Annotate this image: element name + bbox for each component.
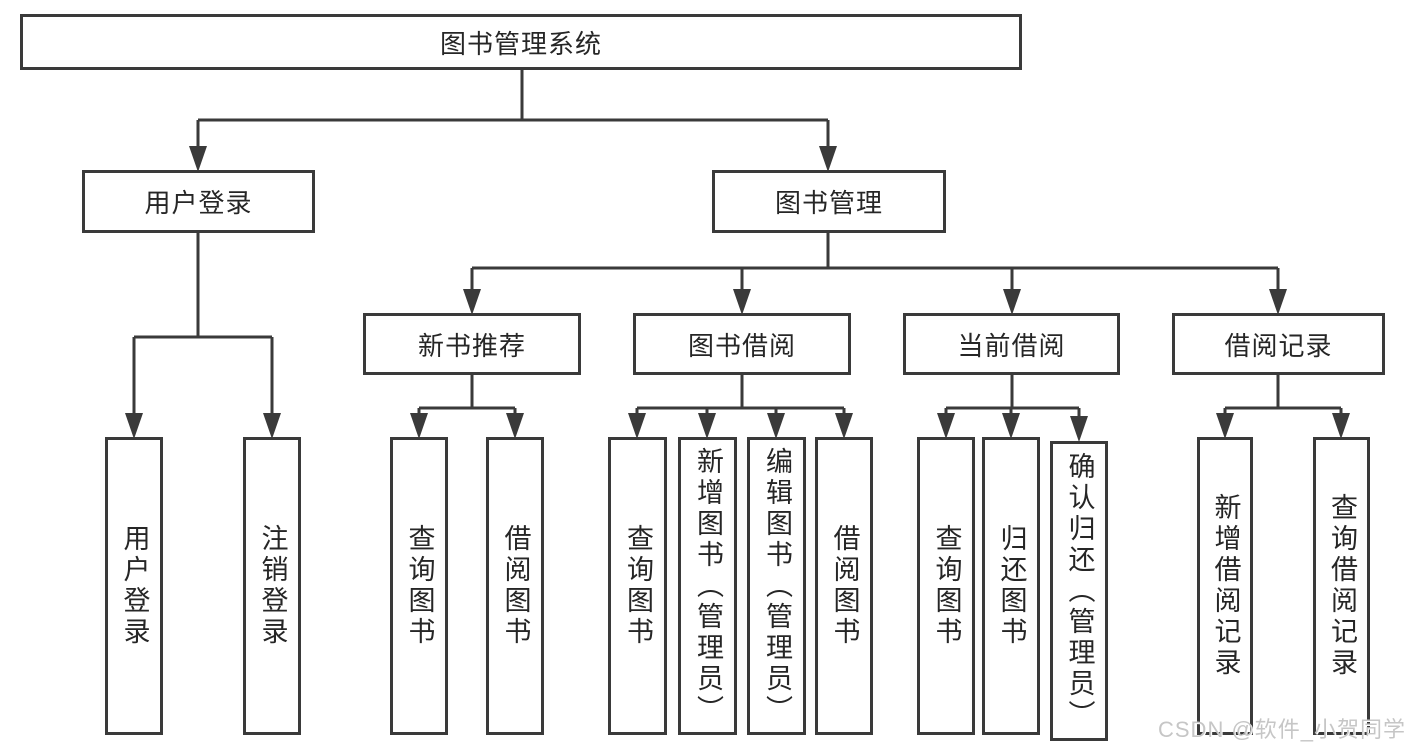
leaf-cb-query-books: 查询图书 — [917, 437, 975, 735]
leaf-br-query-record: 查询借阅记录 — [1313, 437, 1370, 735]
node-label: 用户登录 — [119, 524, 150, 648]
node-label: 当前借阅 — [957, 330, 1066, 361]
node-label: 查询图书 — [623, 524, 653, 648]
node-label: 新书推荐 — [417, 330, 526, 361]
node-label: 查询图书 — [931, 524, 962, 648]
node-label: 新增借阅记录 — [1210, 493, 1241, 679]
leaf-bb-query-books: 查询图书 — [608, 437, 667, 735]
node-label: 图书借阅 — [687, 330, 796, 361]
node-label: 图书管理系统 — [439, 28, 602, 59]
leaf-nbr-query-books: 查询图书 — [390, 437, 448, 735]
leaf-bb-edit-books: 编辑图书（管理员） — [747, 437, 806, 735]
node-book-management: 图书管理 — [712, 170, 946, 233]
node-label: 注销登录 — [257, 524, 288, 648]
node-label: 归还图书 — [996, 524, 1027, 648]
node-book-borrowing: 图书借阅 — [633, 313, 851, 375]
node-label: 借阅图书 — [500, 524, 531, 648]
leaf-nbr-borrow-books: 借阅图书 — [486, 437, 544, 735]
node-user-login: 用户登录 — [82, 170, 315, 233]
node-label: 查询图书 — [404, 524, 435, 648]
node-new-book-recommend: 新书推荐 — [363, 313, 581, 375]
leaf-cb-confirm-return: 确认归还（管理员） — [1050, 441, 1108, 741]
node-label: 借阅图书 — [829, 524, 860, 648]
leaf-bb-add-books: 新增图书（管理员） — [678, 437, 737, 735]
node-label: 确认归还（管理员） — [1064, 451, 1095, 731]
node-label: 新增图书（管理员） — [693, 446, 723, 726]
watermark: CSDN @软件_小贺同学 — [1158, 717, 1405, 742]
leaf-bb-borrow-books: 借阅图书 — [815, 437, 873, 735]
node-label: 查询借阅记录 — [1327, 493, 1357, 679]
node-label: 图书管理 — [774, 188, 883, 218]
node-label: 借阅记录 — [1224, 330, 1333, 361]
leaf-br-add-record: 新增借阅记录 — [1197, 437, 1253, 735]
node-label: 用户登录 — [144, 188, 253, 218]
node-borrowing-records: 借阅记录 — [1172, 313, 1385, 375]
node-label: 编辑图书（管理员） — [762, 446, 792, 726]
leaf-user-login: 用户登录 — [105, 437, 163, 735]
leaf-cb-return-books: 归还图书 — [982, 437, 1040, 735]
leaf-logout: 注销登录 — [243, 437, 301, 735]
node-root: 图书管理系统 — [20, 14, 1022, 70]
node-current-borrowing: 当前借阅 — [903, 313, 1120, 375]
